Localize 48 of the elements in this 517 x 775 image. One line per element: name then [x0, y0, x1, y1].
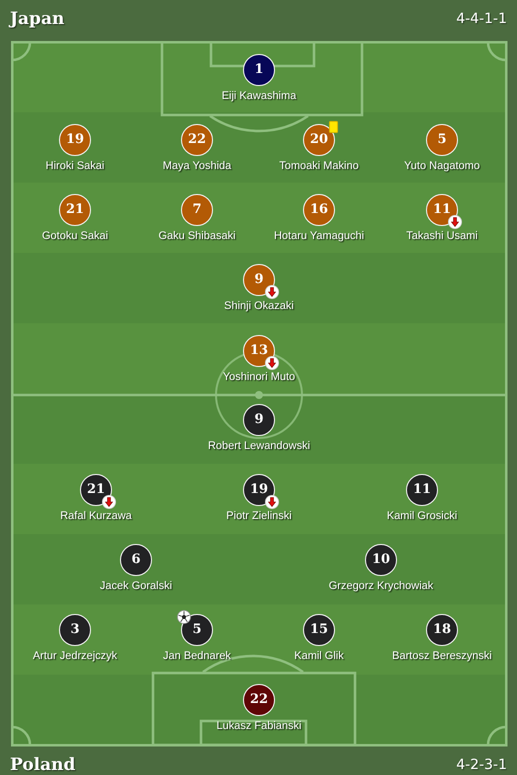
player-name: Hiroki Sakai [46, 160, 104, 173]
shirt-number: 16 [310, 203, 328, 217]
shirt-number: 5 [192, 623, 202, 637]
player-name: Yoshinori Muto [222, 371, 296, 384]
shirt-number: 19 [66, 133, 84, 147]
player-name: Gotoku Sakai [42, 230, 108, 243]
player-name: Yuto Nagatomo [404, 160, 480, 173]
player-name: Kamil Glik [294, 650, 344, 663]
player-name: Piotr Zielinski [226, 510, 292, 523]
shirt-number: 18 [432, 623, 452, 637]
player-name: Kamil Grosicki [386, 510, 458, 523]
player-name: Shinji Okazaki [224, 300, 294, 313]
formation-label: 4-4-1-1 [456, 10, 507, 28]
shirt-number: 11 [432, 203, 452, 217]
player-name: Hotaru Yamaguchi [274, 230, 364, 243]
player-name: Takashi Usami [406, 230, 478, 243]
shirt-number: 22 [250, 693, 268, 707]
team-name: Japan [10, 9, 64, 29]
shirt-number: 10 [372, 553, 390, 567]
shirt-number: 1 [254, 63, 264, 77]
shirt-number: 9 [254, 273, 264, 287]
player-name: Jacek Goralski [100, 580, 172, 593]
shirt-number: 21 [66, 203, 84, 217]
player-name: Maya Yoshida [162, 160, 232, 173]
player-name: Lukasz Fabianski [216, 720, 302, 733]
player-name: Grzegorz Krychowiak [328, 580, 434, 593]
player-name: Bartosz Bereszynski [392, 650, 492, 663]
shirt-number: 5 [437, 133, 447, 147]
player-name: Tomoaki Makino [279, 160, 359, 173]
player-name: Artur Jedrzejczyk [32, 650, 118, 663]
shirt-number: 22 [188, 133, 206, 147]
shirt-number: 9 [254, 413, 264, 427]
shirt-number: 15 [310, 623, 328, 637]
player-name: Robert Lewandowski [208, 440, 310, 453]
player-name: Gaku Shibasaki [158, 230, 236, 243]
team-name: Poland [10, 755, 76, 775]
shirt-number: 11 [412, 483, 432, 497]
shirt-number: 7 [192, 203, 202, 217]
player-name: Eiji Kawashima [222, 90, 296, 103]
player-name: Jan Bednarek [163, 650, 231, 663]
player-name: Rafal Kurzawa [60, 510, 132, 523]
shirt-number: 19 [250, 483, 268, 497]
shirt-number: 6 [131, 553, 141, 567]
shirt-number: 21 [86, 483, 106, 497]
shirt-number: 13 [250, 344, 268, 358]
shirt-number: 3 [70, 623, 80, 637]
shirt-number: 20 [310, 133, 328, 147]
formation-label: 4-2-3-1 [456, 756, 507, 774]
